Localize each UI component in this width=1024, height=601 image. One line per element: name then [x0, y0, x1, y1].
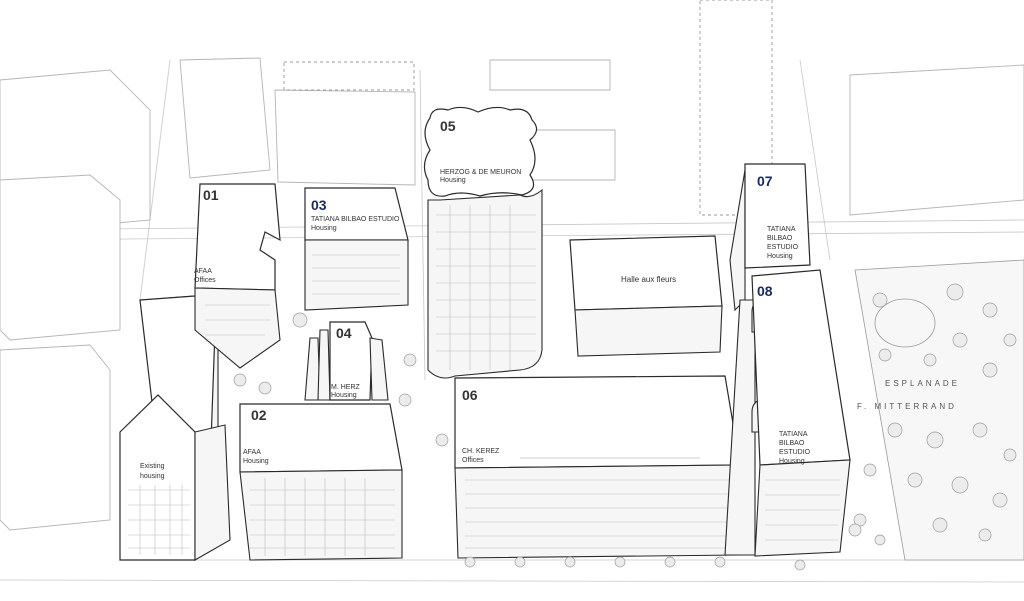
- existing-housing-line1: Existing: [140, 463, 165, 470]
- building-06: 06 CH. KEREZ Offices: [454, 375, 741, 559]
- building-08: 08 TATIANA BILBAO ESTUDIO Housing: [724, 269, 851, 557]
- esplanade-label-line1: ESPLANADE: [885, 379, 960, 388]
- building-03-number: 03: [311, 197, 327, 213]
- existing-housing-windows: [128, 485, 190, 555]
- building-02: 02 AFAA Housing: [239, 403, 403, 561]
- building-07: 07 TATIANA BILBAO ESTUDIO Housing: [729, 163, 811, 312]
- building-05: 05 HERZOG & DE MEURON Housing: [423, 106, 543, 379]
- building-02-program: Housing: [243, 458, 269, 465]
- building-03-program: Housing: [311, 225, 337, 232]
- building-07-architect-1: TATIANA: [767, 226, 796, 233]
- building-08-architect-1: TATIANA: [779, 431, 808, 438]
- building-01-architect: AFAA: [194, 268, 212, 275]
- park-trees: [853, 283, 1017, 546]
- building-01-number: 01: [203, 187, 219, 203]
- building-05-program: Housing: [440, 177, 466, 184]
- building-06-architect: CH. KEREZ: [462, 448, 500, 455]
- existing-housing-line2: housing: [140, 473, 165, 480]
- building-07-number: 07: [757, 173, 773, 189]
- building-07-program: Housing: [767, 253, 793, 260]
- building-08-program: Housing: [779, 458, 805, 465]
- building-05-architect: HERZOG & DE MEURON: [440, 169, 521, 176]
- context-buildings: [0, 0, 1024, 531]
- building-02-number: 02: [251, 407, 267, 423]
- building-06-program: Offices: [462, 457, 484, 464]
- halle-aux-fleurs: Halle aux fleurs: [569, 235, 723, 357]
- street-trees: [233, 312, 862, 571]
- building-06-number: 06: [462, 387, 478, 403]
- building-04: 04 M. HERZ Housing: [304, 321, 389, 401]
- building-01-program: Offices: [194, 277, 216, 284]
- building-07-architect-2: BILBAO: [767, 235, 793, 242]
- halle-label: Halle aux fleurs: [621, 275, 676, 284]
- building-03: 03 TATIANA BILBAO ESTUDIO Housing: [304, 187, 409, 311]
- building-07-architect-3: ESTUDIO: [767, 244, 799, 251]
- building-05-number: 05: [440, 118, 456, 134]
- building-08-architect-3: ESTUDIO: [779, 449, 811, 456]
- building-08-number: 08: [757, 283, 773, 299]
- building-08-architect-2: BILBAO: [779, 440, 805, 447]
- building-04-architect: M. HERZ: [331, 384, 361, 391]
- building-04-number: 04: [336, 325, 352, 341]
- esplanade-park: ESPLANADE F. MITTERRAND: [853, 259, 1024, 561]
- existing-housing: Existing housing: [119, 295, 231, 561]
- esplanade-label-line2: F. MITTERRAND: [857, 402, 957, 411]
- building-01: 01 AFAA Offices: [194, 183, 281, 369]
- building-03-architect: TATIANA BILBAO ESTUDIO: [311, 216, 400, 223]
- building-02-architect: AFAA: [243, 449, 261, 456]
- building-04-program: Housing: [331, 392, 357, 399]
